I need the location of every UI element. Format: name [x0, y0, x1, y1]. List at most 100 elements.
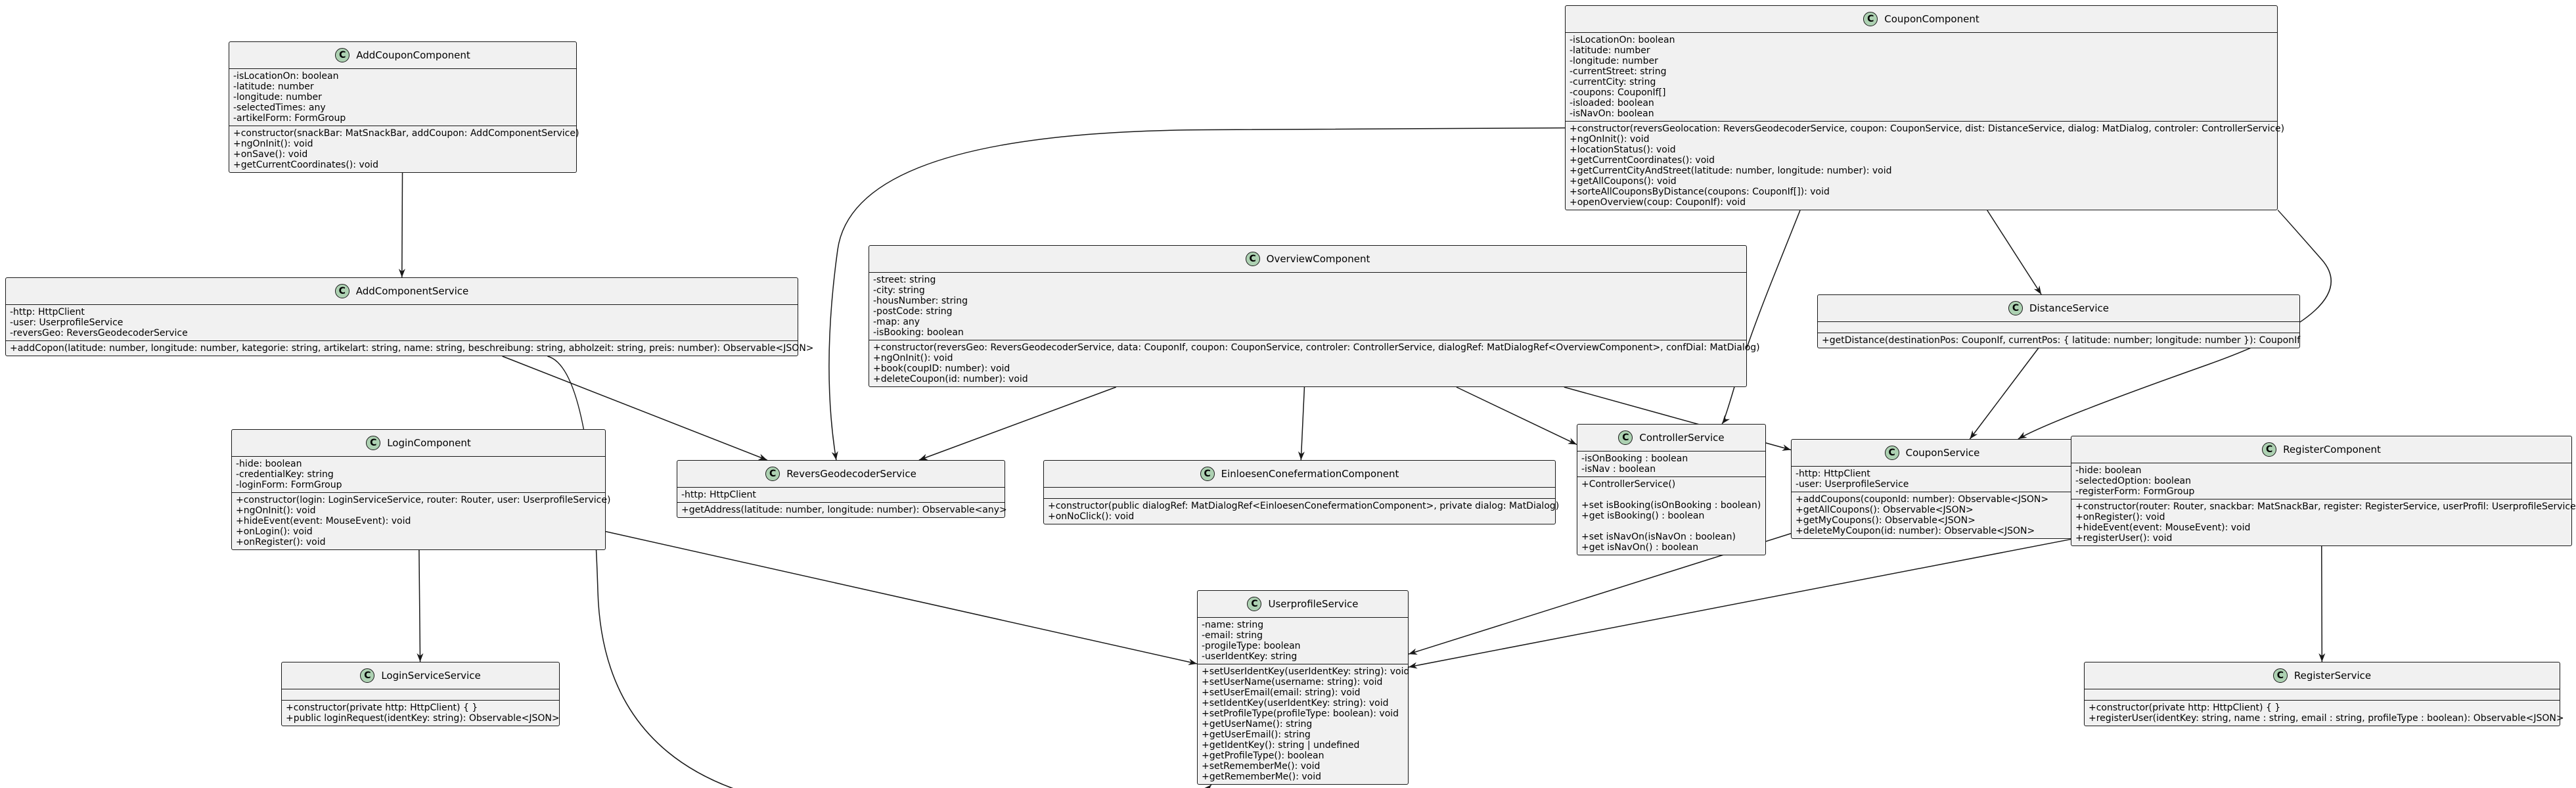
class-method: +ngOnInit(): void — [873, 353, 953, 363]
class-method: +constructor(snackBar: MatSnackBar, addC… — [233, 128, 579, 139]
class-method: +set isBooking(isOnBooking : boolean) — [1581, 500, 1761, 511]
class-stereotype-icon: C — [2008, 301, 2023, 315]
class-name: AddComponentService — [355, 285, 469, 297]
attribute-compartment: -http: HttpClient-user: UserprofileServi… — [6, 305, 798, 341]
class-header: C DistanceService — [1818, 295, 2299, 322]
class-method: +getCurrentCoordinates(): void — [233, 160, 379, 170]
class-stereotype-icon: C — [1200, 467, 1215, 481]
relation-arrowhead — [1188, 659, 1197, 666]
class-attribute: -email: string — [1202, 630, 1263, 641]
attribute-compartment: -http: HttpClient-user: UserprofileServi… — [1792, 467, 2073, 492]
class-stereotype-icon: C — [1863, 12, 1878, 26]
relation-arrowhead — [398, 268, 405, 277]
class-stereotype-icon: C — [1247, 597, 1262, 611]
attribute-compartment: -http: HttpClient — [677, 488, 1005, 503]
method-compartment: +addCopon(latitude: number, longitude: n… — [6, 341, 814, 356]
method-compartment: +ControllerService() +set isBooking(isOn… — [1577, 477, 1765, 555]
class-method: +onSave(): void — [233, 149, 308, 160]
class-attribute: -postCode: string — [873, 306, 953, 317]
class-attribute: -latitude: number — [233, 81, 314, 92]
class-method: +locationStatus(): void — [1570, 145, 1676, 155]
class-attribute: -hide: boolean — [2075, 465, 2142, 476]
class-method: +public loginRequest(identKey: string): … — [286, 713, 560, 724]
method-compartment: +setUserIdentKey(userIdentKey: string): … — [1198, 664, 1410, 784]
class-stereotype-icon: C — [765, 467, 780, 481]
class-attribute: -longitude: number — [233, 92, 322, 103]
class-method: +sorteAllCouponsByDistance(coupons: Coup… — [1570, 187, 1830, 197]
class-stereotype-icon: C — [334, 284, 350, 298]
class-method: +getUserName(): string — [1202, 719, 1313, 730]
method-compartment: +constructor(login: LoginServiceService,… — [232, 493, 610, 549]
class-attribute: -user: UserprofileService — [1796, 479, 1909, 490]
class-attribute: -name: string — [1202, 620, 1264, 630]
relation-arrowhead — [1568, 438, 1577, 445]
class-attribute: -isNavOn: boolean — [1570, 108, 1654, 119]
method-compartment: +addCoupons(couponId: number): Observabl… — [1792, 492, 2073, 538]
class-attribute: -selectedTimes: any — [233, 103, 326, 113]
class-method: +getIdentKey(): string | undefined — [1202, 740, 1360, 751]
relation-line — [401, 172, 403, 278]
class-attribute: -housNumber: string — [873, 296, 968, 306]
class-box-AddComponentService: C AddComponentService -http: HttpClient-us… — [5, 277, 814, 356]
class-attribute: -city: string — [873, 285, 925, 296]
class-stereotype-icon: C — [1245, 252, 1260, 266]
relation-line — [1408, 538, 2071, 668]
class-attribute: -artikelForm: FormGroup — [233, 113, 346, 124]
method-compartment: +constructor(private http: HttpClient) {… — [282, 701, 560, 726]
class-method: +setIdentKey(userIdentKey: string): void — [1202, 698, 1389, 708]
class-method: +hideEvent(event: MouseEvent): void — [2075, 522, 2251, 533]
class-method: +book(coupID: number): void — [873, 363, 1010, 374]
class-stereotype-icon: C — [335, 48, 350, 62]
class-name: ReversGeodecoderService — [786, 468, 916, 480]
class-method: +ngOnInit(): void — [236, 505, 316, 516]
class-method: +getUserEmail(): string — [1202, 730, 1311, 740]
class-method: +onRegister(): void — [2075, 512, 2165, 522]
class-method: +ngOnInit(): void — [233, 139, 313, 149]
class-attribute: -isBooking: boolean — [873, 327, 964, 338]
relation-arrowhead — [1409, 662, 1418, 669]
class-name: DistanceService — [2029, 302, 2110, 314]
attribute-compartment: -hide: boolean-selectedOption: boolean-r… — [2071, 463, 2571, 499]
class-method: +deleteCoupon(id: number): void — [873, 374, 1028, 384]
class-method: +addCopon(latitude: number, longitude: n… — [10, 343, 814, 354]
relation-line — [1456, 386, 1577, 445]
class-stereotype-icon: C — [2272, 668, 2288, 683]
class-name: AddCouponComponent — [356, 49, 470, 61]
class-method: +setUserIdentKey(userIdentKey: string): … — [1202, 666, 1410, 677]
attribute-compartment — [2085, 689, 2560, 701]
class-method: +constructor(router: Router, snackbar: M… — [2075, 501, 2576, 512]
class-attribute: -street: string — [873, 275, 936, 285]
class-attribute: -user: UserprofileService — [10, 317, 124, 328]
relation-line — [547, 356, 1212, 788]
class-method — [1581, 521, 1761, 532]
attribute-compartment — [282, 689, 559, 701]
class-name: ControllerService — [1639, 432, 1725, 444]
class-method: +getAllCoupons(): void — [1570, 176, 1677, 187]
class-attribute: -map: any — [873, 317, 920, 327]
class-stereotype-icon: C — [2262, 442, 2277, 457]
class-method: +getProfileType(): boolean — [1202, 751, 1324, 761]
relation-arrowhead — [1782, 444, 1791, 451]
class-method — [1581, 490, 1761, 500]
class-attribute: -userIdentKey: string — [1202, 651, 1298, 662]
class-attribute: -isLocationOn: boolean — [1570, 35, 1675, 45]
class-attribute: -currentStreet: string — [1570, 66, 1667, 77]
class-method: +setRememberMe(): void — [1202, 761, 1321, 772]
class-attribute: -credentialKey: string — [236, 469, 334, 480]
class-method: +getCurrentCityAndStreet(latitude: numbe… — [1570, 166, 1892, 176]
attribute-compartment — [1818, 322, 2299, 333]
class-name: EinloesenConefermationComponent — [1221, 468, 1399, 480]
relation-arrowhead — [417, 653, 424, 662]
class-attribute: -isNav : boolean — [1581, 464, 1656, 475]
class-attribute: -latitude: number — [1570, 45, 1650, 56]
